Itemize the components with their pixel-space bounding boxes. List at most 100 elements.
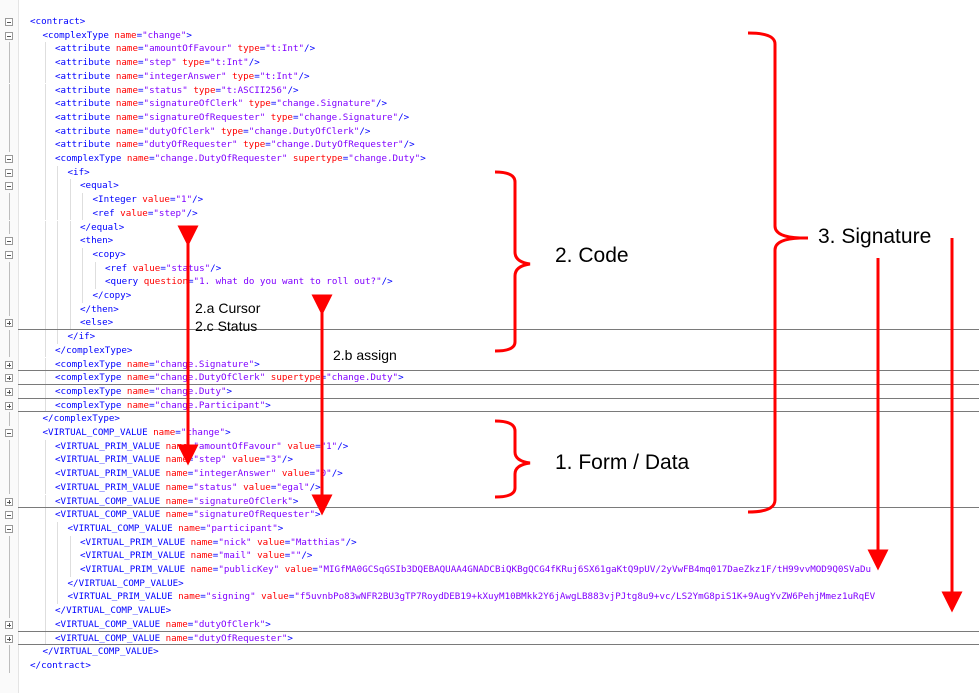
indent-guide: [44, 247, 46, 262]
collapse-fold-icon[interactable]: [5, 237, 13, 246]
code-line[interactable]: <VIRTUAL_PRIM_VALUE name="publicKey" val…: [80, 563, 871, 577]
code-token: =: [200, 591, 206, 603]
code-line[interactable]: <VIRTUAL_COMP_VALUE name="dutyOfRequeste…: [55, 632, 293, 646]
indent-guide: [44, 275, 46, 289]
code-line[interactable]: <copy>: [93, 248, 126, 262]
fold-guide-line: [9, 289, 10, 303]
collapse-fold-icon[interactable]: [5, 429, 13, 437]
code-token: "change.Signature": [298, 111, 399, 123]
code-token: name: [178, 591, 201, 603]
expand-fold-icon[interactable]: [5, 620, 13, 629]
code-line[interactable]: <VIRTUAL_PRIM_VALUE name="signing" value…: [68, 590, 876, 604]
code-line[interactable]: <attribute name="signatureOfClerk" type=…: [55, 97, 387, 111]
code-line[interactable]: <VIRTUAL_PRIM_VALUE name="nick" value="M…: [80, 536, 357, 550]
collapse-fold-icon[interactable]: [5, 511, 13, 520]
collapse-fold-icon[interactable]: [5, 250, 13, 259]
expand-fold-icon[interactable]: [5, 374, 13, 383]
code-token: =: [212, 550, 219, 562]
code-line[interactable]: <contract>: [30, 15, 85, 29]
code-token: value: [261, 591, 289, 603]
expand-fold-icon[interactable]: [5, 634, 13, 643]
code-line[interactable]: </VIRTUAL_COMP_VALUE>: [55, 604, 171, 618]
code-line[interactable]: </VIRTUAL_COMP_VALUE>: [43, 645, 159, 659]
expand-fold-icon[interactable]: [5, 401, 13, 410]
collapse-fold-icon[interactable]: [5, 182, 13, 191]
code-token: <ref: [92, 207, 121, 219]
code-line[interactable]: <Integer value="1"/>: [93, 193, 204, 207]
code-token: <VIRTUAL_COMP_VALUE: [42, 427, 154, 438]
code-token: />: [331, 468, 343, 480]
code-token: =: [243, 125, 249, 137]
code-line[interactable]: <attribute name="signatureOfRequester" t…: [55, 111, 409, 125]
fold-guide-line: [9, 110, 10, 125]
code-line[interactable]: <VIRTUAL_COMP_VALUE name="signatureOfCle…: [55, 495, 298, 509]
code-token: "MIGfMA0GCSqGSIb3DQEBAQUAA4GNADCBiQKBgQC…: [317, 564, 872, 575]
code-token: type: [243, 139, 266, 151]
expand-fold-icon[interactable]: [5, 497, 13, 506]
code-line[interactable]: <attribute name="step" type="t:Int"/>: [55, 56, 260, 70]
indent-guide: [44, 97, 46, 111]
code-line[interactable]: </equal>: [80, 221, 124, 235]
code-line[interactable]: <complexType name="change.Signature">: [55, 358, 260, 372]
indent-guide: [44, 261, 46, 276]
code-line[interactable]: <VIRTUAL_COMP_VALUE name="participant">: [68, 522, 284, 536]
code-token: <complexType: [55, 385, 127, 397]
code-token: name: [115, 111, 138, 123]
fold-guide-line: [9, 83, 10, 98]
code-token: "1": [175, 194, 193, 206]
collapse-fold-icon[interactable]: [5, 18, 13, 26]
code-line[interactable]: <query question="1. what do you want to …: [105, 275, 393, 289]
code-line[interactable]: <VIRTUAL_PRIM_VALUE name="mail" value=""…: [80, 549, 312, 563]
expand-fold-icon[interactable]: [5, 360, 13, 369]
code-line[interactable]: <attribute name="dutyOfClerk" type="chan…: [55, 125, 370, 139]
code-line[interactable]: </contract>: [30, 659, 91, 673]
fold-guide-line: [9, 138, 10, 152]
expand-fold-icon[interactable]: [5, 319, 13, 328]
code-token: name: [178, 522, 201, 534]
indent-guide: [44, 289, 46, 303]
code-token: <VIRTUAL_COMP_VALUE: [55, 495, 166, 507]
code-line[interactable]: <else>: [80, 316, 113, 330]
code-line[interactable]: <complexType name="change.Participant">: [55, 399, 271, 413]
code-line[interactable]: <VIRTUAL_COMP_VALUE name="dutyOfClerk">: [55, 618, 271, 632]
code-line[interactable]: <attribute name="amountOfFavour" type="t…: [55, 42, 315, 56]
indent-guide: [44, 83, 46, 98]
code-token: value: [257, 536, 285, 548]
indent-guide: [44, 152, 46, 166]
code-token: =: [204, 57, 210, 69]
code-line[interactable]: <attribute name="status" type="t:ASCII25…: [55, 84, 299, 98]
code-token: "t:Int": [209, 57, 249, 69]
code-token: name: [165, 468, 188, 480]
indent-guide: [82, 206, 83, 221]
code-line[interactable]: </if>: [68, 330, 96, 344]
fold-guide-line: [9, 467, 10, 481]
indent-guide: [82, 193, 83, 207]
code-token: =: [215, 84, 222, 96]
code-line[interactable]: <complexType name="change.DutyOfRequeste…: [55, 152, 426, 166]
code-line[interactable]: <attribute name="integerAnswer" type="t:…: [55, 70, 310, 84]
fold-guide-line: [9, 302, 10, 317]
code-line[interactable]: <complexType name="change">: [43, 29, 192, 43]
code-line[interactable]: </VIRTUAL_COMP_VALUE>: [68, 577, 184, 591]
code-line[interactable]: <equal>: [80, 179, 119, 193]
code-line[interactable]: </then>: [80, 303, 119, 317]
code-line[interactable]: </copy>: [93, 289, 132, 303]
expand-fold-icon[interactable]: [5, 387, 13, 396]
collapse-fold-icon[interactable]: [5, 31, 13, 40]
code-line[interactable]: <ref value="step"/>: [93, 207, 198, 221]
collapse-fold-icon[interactable]: [5, 155, 13, 163]
code-line[interactable]: <then>: [80, 234, 113, 248]
code-line[interactable]: </complexType>: [43, 412, 120, 426]
code-line[interactable]: <attribute name="dutyOfRequester" type="…: [55, 138, 415, 152]
code-line[interactable]: <if>: [68, 166, 90, 180]
collapse-fold-icon[interactable]: [5, 168, 13, 177]
code-token: =: [212, 564, 219, 575]
collapse-fold-icon[interactable]: [5, 524, 13, 533]
code-token: =: [187, 468, 194, 480]
code-token: =: [187, 618, 194, 630]
code-line[interactable]: </complexType>: [55, 344, 132, 358]
code-token: type: [221, 125, 244, 137]
code-token: />: [186, 207, 198, 219]
code-token: <VIRTUAL_PRIM_VALUE: [80, 550, 191, 562]
